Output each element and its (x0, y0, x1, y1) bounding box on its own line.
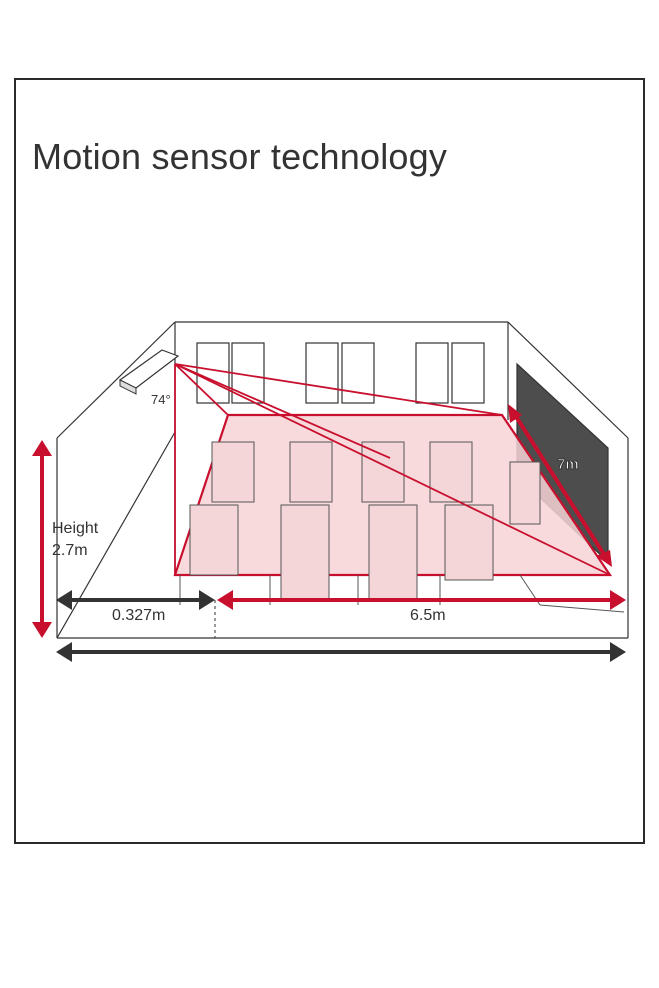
coverage-width-label: 7m (557, 456, 580, 474)
room-width-arrow (56, 642, 626, 662)
diagram-frame (14, 78, 645, 844)
coverage-length-arrow (217, 590, 626, 610)
sensor-beams (174, 363, 611, 576)
angle-label: 74° (151, 392, 171, 407)
height-value: 2.7m (52, 542, 88, 559)
motion-sensor-icon (118, 349, 180, 395)
desks (179, 441, 625, 613)
offset-distance-label: 0.327m (112, 607, 166, 624)
height-label: Height (52, 520, 99, 537)
coverage-width-arrow (508, 404, 612, 567)
height-arrow (32, 440, 52, 638)
coverage-length-label: 6.5m (410, 607, 446, 624)
offset-arrow (56, 590, 216, 638)
windows (196, 342, 485, 404)
page-title: Motion sensor technology (32, 136, 448, 177)
